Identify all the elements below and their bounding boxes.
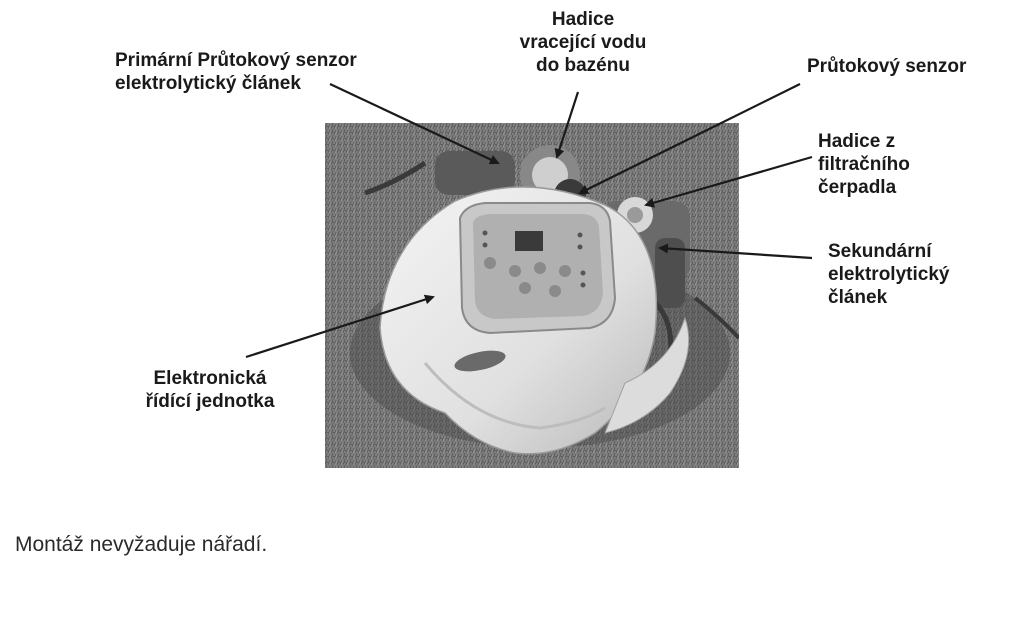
device-illustration (325, 123, 739, 468)
label-secondary-cell: Sekundární elektrolytický článek (828, 241, 950, 308)
label-flow-sensor: Průtokový senzor (807, 56, 967, 77)
label-return-hose: Hadice vracející vodu do bazénu (519, 9, 647, 76)
label-primary-cell: Primární Průtokový senzor elektrolytický… (115, 50, 357, 94)
arrow-flow-sensor (578, 83, 801, 194)
arrow-secondary-cell (658, 243, 813, 260)
label-control-unit: Elektronická řídící jednotka (145, 368, 275, 412)
device-photo (325, 123, 739, 468)
arrow-primary-cell (329, 83, 500, 165)
arrow-control-unit (245, 294, 435, 359)
label-pump-hose: Hadice z filtračního čerpadla (818, 131, 910, 198)
caption-text: Montáž nevyžaduje nářadí. (15, 533, 268, 556)
arrow-pump-hose (644, 155, 813, 208)
arrow-return-hose-down (554, 91, 580, 159)
